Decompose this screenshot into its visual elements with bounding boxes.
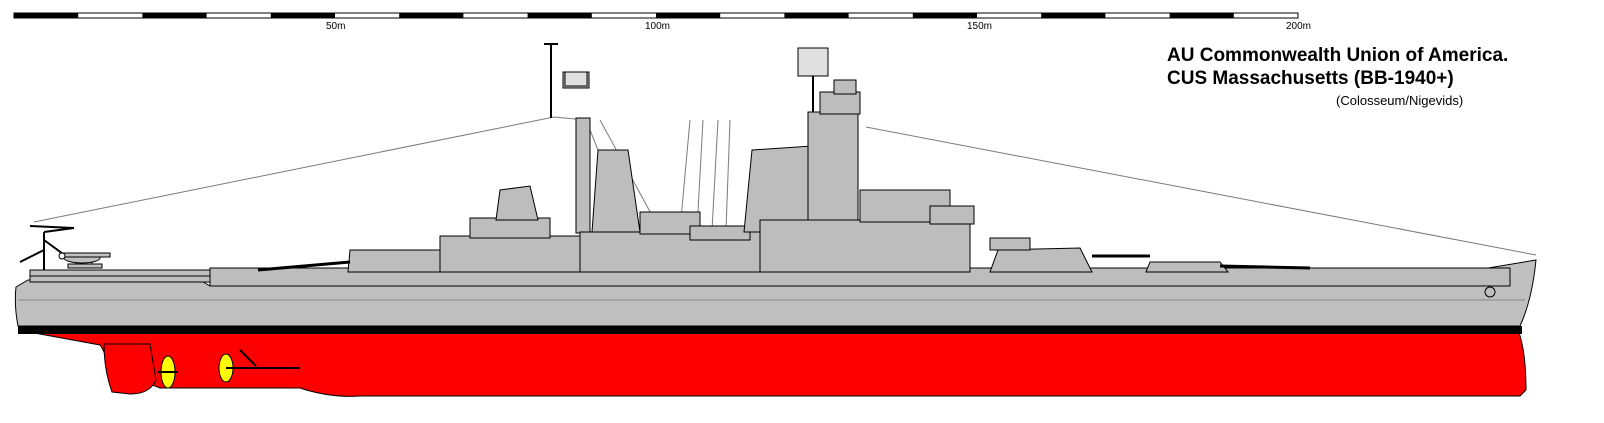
waterline-stripe [18, 326, 1522, 334]
scale-segment [1169, 13, 1234, 18]
aft-radar-antenna [564, 71, 588, 87]
scale-segment [656, 13, 721, 18]
rudder [103, 343, 157, 395]
scale-label-150m: 150m [967, 21, 992, 32]
scale-label-50m: 50m [326, 21, 345, 32]
forward-radar-antenna [797, 47, 829, 77]
scale-label-200m: 200m [1286, 21, 1311, 32]
scale-segment [912, 13, 977, 18]
aft-mast [544, 43, 558, 118]
drawing-credit: (Colosseum/Nigevids) [1336, 93, 1464, 108]
propeller-forward [218, 353, 300, 383]
scale-segment [270, 13, 335, 18]
anchor-icon [1484, 286, 1496, 298]
scale-segment [527, 13, 592, 18]
propeller-shaft-bracket [239, 349, 257, 367]
scale-segment [142, 13, 207, 18]
scale-segment [784, 13, 849, 18]
scale-bar: 50m 100m 150m 200m [13, 12, 1311, 32]
propeller-aft [158, 355, 178, 389]
drawing-title-line1: AU Commonwealth Union of America. [1167, 45, 1509, 66]
floatplane [58, 252, 111, 269]
scale-segment [1041, 13, 1106, 18]
superstructure [209, 71, 1511, 287]
gun-barrels [257, 254, 1311, 272]
scale-segment [14, 13, 79, 18]
lower-hull [17, 329, 1527, 397]
drawing-title-line2: CUS Massachusetts (BB-1940+) [1167, 68, 1454, 89]
scale-segment [399, 13, 464, 18]
scale-label-100m: 100m [645, 21, 670, 32]
aircraft-crane [19, 225, 75, 270]
